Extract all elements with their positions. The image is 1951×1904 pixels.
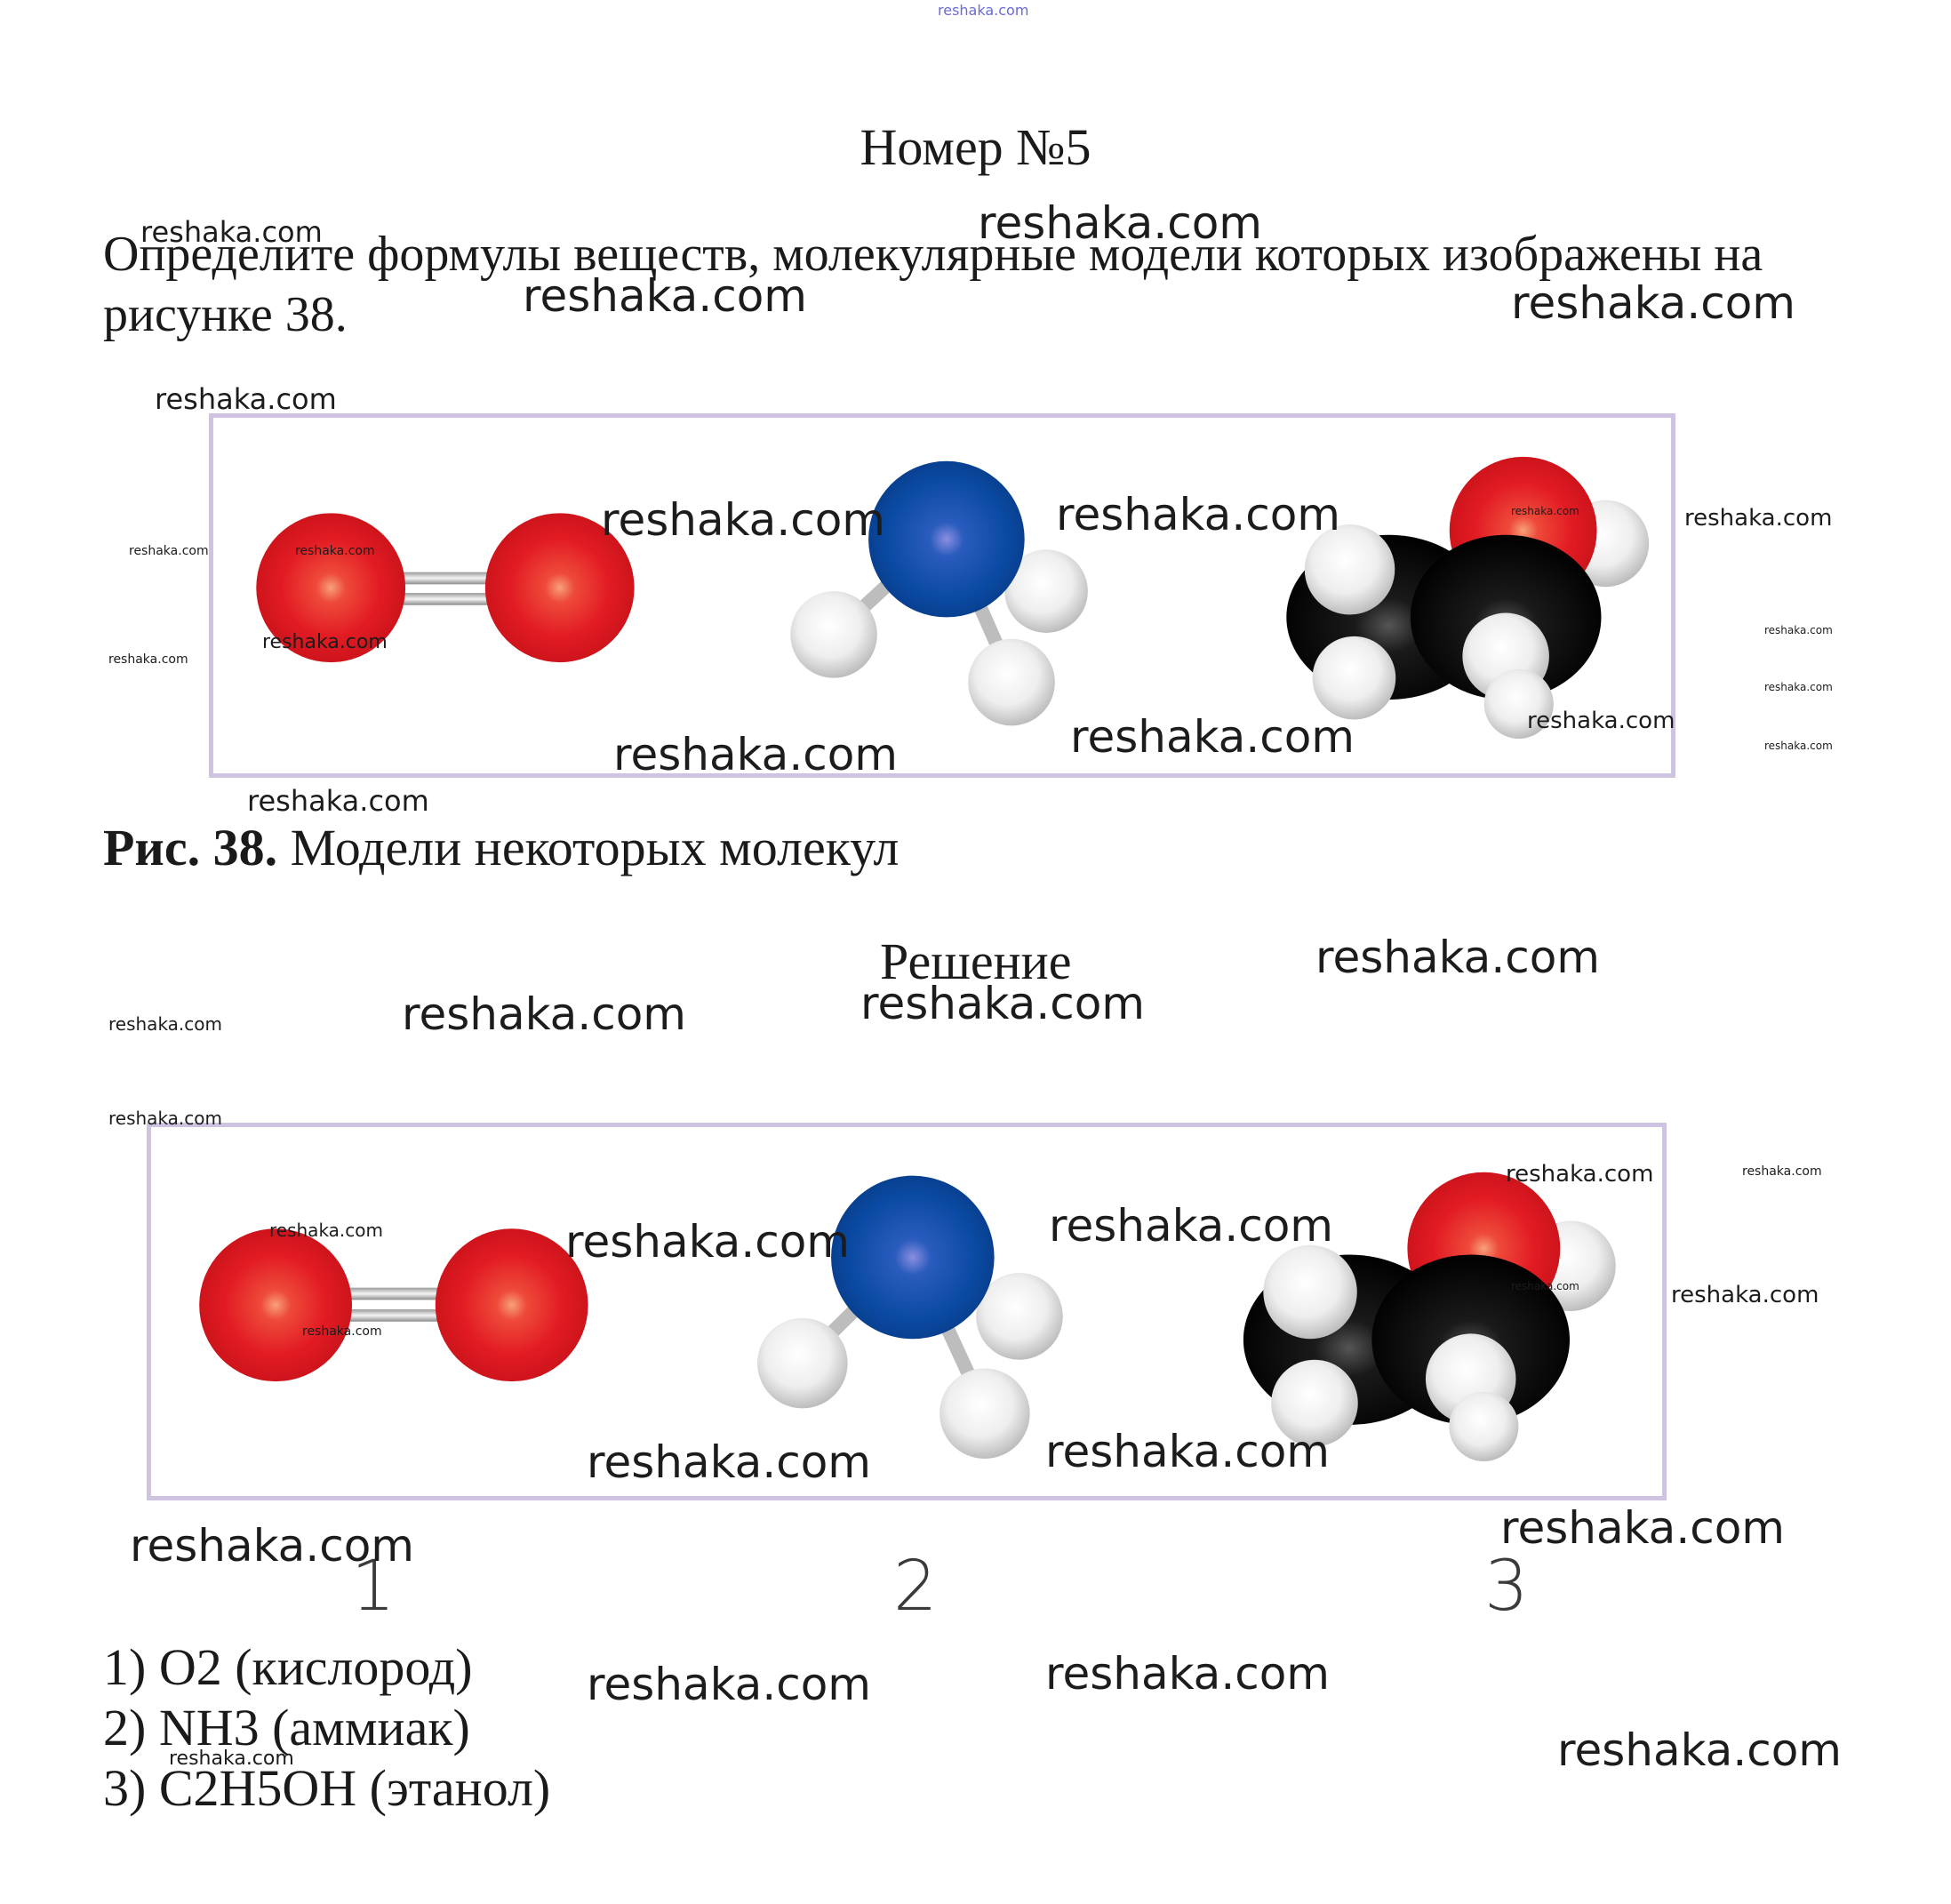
oxygen-molecule	[199, 1228, 588, 1382]
figure-caption-text: Модели некоторых молекул	[277, 819, 900, 876]
watermark: reshaka.com	[1506, 1161, 1654, 1188]
watermark: reshaka.com	[1764, 740, 1833, 752]
watermark: reshaka.com	[587, 1659, 871, 1710]
solution-title: Решение	[880, 932, 1072, 990]
watermark: reshaka.com	[523, 270, 807, 322]
hydrogen-atom	[976, 1273, 1063, 1360]
molecule-number-3: 3	[1484, 1547, 1529, 1627]
watermark: reshaka.com	[169, 1748, 294, 1770]
molecule-number-2: 2	[893, 1547, 938, 1627]
watermark: reshaka.com	[402, 988, 686, 1040]
task-text: Определите формулы веществ, молекулярные…	[103, 227, 1763, 342]
watermark: reshaka.com	[1671, 1282, 1819, 1308]
oxygen-atom	[199, 1228, 353, 1382]
nitrogen-atom	[831, 1175, 995, 1340]
watermark-top: reshaka.com	[938, 2, 1029, 19]
watermark: reshaka.com	[1764, 681, 1833, 693]
watermark: reshaka.com	[1511, 505, 1579, 517]
figure-38-models	[209, 413, 1675, 778]
hydrogen-atom	[757, 1317, 848, 1409]
hydrogen-atom	[940, 1368, 1030, 1460]
hydrogen-atom	[1304, 524, 1395, 615]
watermark: reshaka.com	[860, 978, 1145, 1029]
oxygen-molecule	[256, 513, 635, 663]
solution-figure	[147, 1123, 1667, 1500]
watermark: reshaka.com	[978, 197, 1262, 249]
watermark: reshaka.com	[1511, 277, 1795, 329]
hydrogen-atom	[1449, 1391, 1519, 1461]
hydrogen-atom	[1004, 549, 1088, 633]
watermark: reshaka.com	[613, 729, 898, 780]
watermark: reshaka.com	[130, 1520, 414, 1572]
watermark: reshaka.com	[1045, 1426, 1330, 1477]
watermark: reshaka.com	[140, 215, 323, 249]
hydrogen-atom	[1483, 668, 1554, 739]
molecule-models-svg	[256, 456, 1650, 739]
hydrogen-atom	[1271, 1359, 1358, 1447]
watermark: reshaka.com	[1500, 1502, 1785, 1554]
watermark: reshaka.com	[269, 1220, 383, 1241]
hydrogen-atom	[790, 591, 877, 678]
watermark: reshaka.com	[108, 652, 188, 667]
oxygen-atom	[484, 513, 635, 663]
nitrogen-atom	[868, 460, 1025, 618]
ethanol-molecule	[1286, 456, 1650, 739]
watermark: reshaka.com	[302, 1324, 382, 1339]
ethanol-molecule	[1243, 1172, 1616, 1461]
answers-list: 1) O2 (кислород) 2) NH3 (аммиак) 3) C2H5…	[103, 1637, 550, 1819]
hydrogen-atom	[968, 638, 1055, 726]
watermark: reshaka.com	[1764, 624, 1833, 636]
solution-molecule-svg	[199, 1172, 1616, 1461]
watermark: reshaka.com	[155, 382, 337, 416]
watermark: reshaka.com	[262, 631, 388, 653]
watermark: reshaka.com	[1511, 1280, 1579, 1292]
molecule-number-1: 1	[351, 1547, 396, 1627]
answer-item: 1) O2 (кислород)	[103, 1638, 473, 1696]
watermark: reshaka.com	[1070, 711, 1355, 763]
ammonia-molecule	[757, 1175, 1063, 1460]
hydrogen-atom	[1312, 636, 1396, 720]
watermark: reshaka.com	[295, 544, 375, 558]
watermark: reshaka.com	[1056, 489, 1340, 540]
figure-caption-label: Рис. 38.	[103, 819, 278, 876]
watermark: reshaka.com	[129, 544, 209, 558]
watermark: reshaka.com	[1557, 1724, 1842, 1776]
answer-item: 2) NH3 (аммиак)	[103, 1699, 470, 1756]
watermark: reshaka.com	[565, 1216, 850, 1268]
answer-item: 3) C2H5OH (этанол)	[103, 1759, 551, 1817]
watermark: reshaka.com	[1049, 1200, 1333, 1252]
watermark: reshaka.com	[1742, 1164, 1822, 1179]
watermark: reshaka.com	[1684, 505, 1833, 532]
figure-caption: Рис. 38. Модели некоторых молекул	[103, 818, 899, 877]
ammonia-molecule	[790, 460, 1088, 726]
task-number: Номер №5	[860, 118, 1091, 176]
oxygen-atom	[256, 513, 406, 663]
watermark: reshaka.com	[587, 1436, 871, 1488]
watermark: reshaka.com	[247, 784, 429, 818]
watermark: reshaka.com	[1315, 932, 1600, 983]
hydrogen-atom	[1263, 1244, 1357, 1340]
watermark: reshaka.com	[1527, 708, 1675, 734]
watermark: reshaka.com	[108, 1013, 222, 1035]
watermark: reshaka.com	[1045, 1648, 1330, 1700]
watermark: reshaka.com	[108, 1108, 222, 1129]
oxygen-atom	[435, 1228, 588, 1382]
watermark: reshaka.com	[601, 494, 885, 546]
